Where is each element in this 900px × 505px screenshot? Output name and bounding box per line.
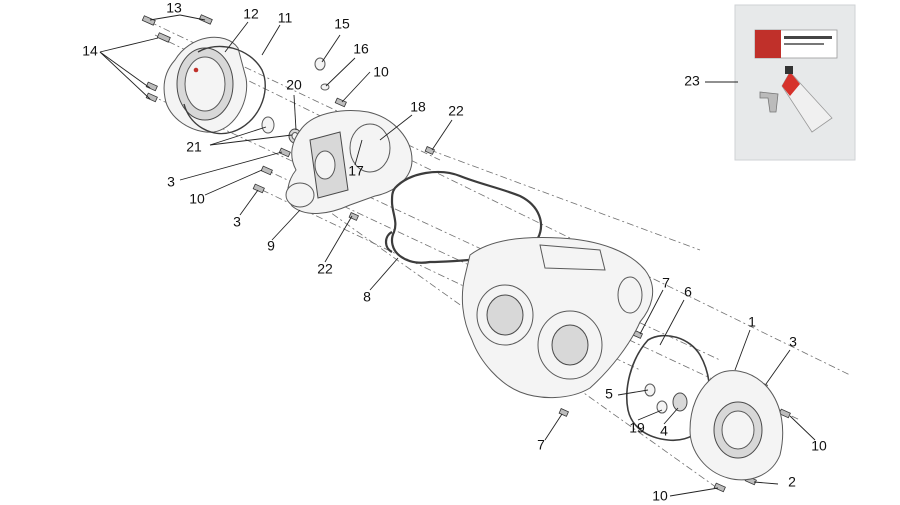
sealant-kit-inset — [734, 4, 856, 161]
callout-22-top: 22 — [448, 103, 464, 119]
callout-10-top: 10 — [373, 64, 389, 80]
callout-15: 15 — [334, 16, 350, 32]
callout-3-right: 3 — [789, 334, 797, 350]
callout-1: 1 — [748, 314, 756, 330]
ignition-cover-1 — [689, 370, 784, 481]
callout-7-bottom: 7 — [537, 437, 545, 453]
left-crankcase-cover-9 — [285, 110, 413, 214]
leader-lines — [99, 14, 816, 497]
callout-5: 5 — [605, 386, 613, 402]
applicator-tool — [759, 91, 779, 113]
callout-19: 19 — [629, 420, 645, 436]
callout-21: 21 — [186, 139, 202, 155]
callout-6: 6 — [684, 284, 692, 300]
callout-16: 16 — [353, 41, 369, 57]
clutch-cover-gasket-11 — [183, 45, 266, 135]
callout-12: 12 — [243, 6, 259, 22]
callout-3-left-a: 3 — [167, 174, 175, 190]
small-seals — [644, 383, 688, 414]
callout-2: 2 — [788, 474, 796, 490]
callout-7-top: 7 — [662, 275, 670, 291]
callout-23: 23 — [684, 73, 700, 89]
crankcase-gasket-8 — [390, 170, 543, 264]
callout-8: 8 — [363, 289, 371, 305]
callout-9: 9 — [267, 238, 275, 254]
callout-22-bottom: 22 — [317, 261, 333, 277]
callout-17: 17 — [348, 163, 364, 179]
callout-13: 13 — [166, 0, 182, 16]
callout-10-right: 10 — [811, 438, 827, 454]
callout-11: 11 — [278, 10, 293, 26]
callout-18: 18 — [410, 99, 426, 115]
engine-crankcase — [461, 237, 654, 399]
callout-10-left: 10 — [189, 191, 205, 207]
clutch-cover-12 — [163, 36, 248, 133]
bolts — [141, 14, 791, 493]
callout-numbers: 13 12 11 14 15 16 10 20 18 22 21 17 3 10… — [82, 0, 827, 504]
callout-3-left-b: 3 — [233, 214, 241, 230]
gasket-tab-8 — [384, 231, 393, 253]
callout-14: 14 — [82, 43, 98, 59]
callout-10-bottom: 10 — [652, 488, 668, 504]
callout-4: 4 — [660, 423, 668, 439]
callout-20: 20 — [286, 77, 302, 93]
